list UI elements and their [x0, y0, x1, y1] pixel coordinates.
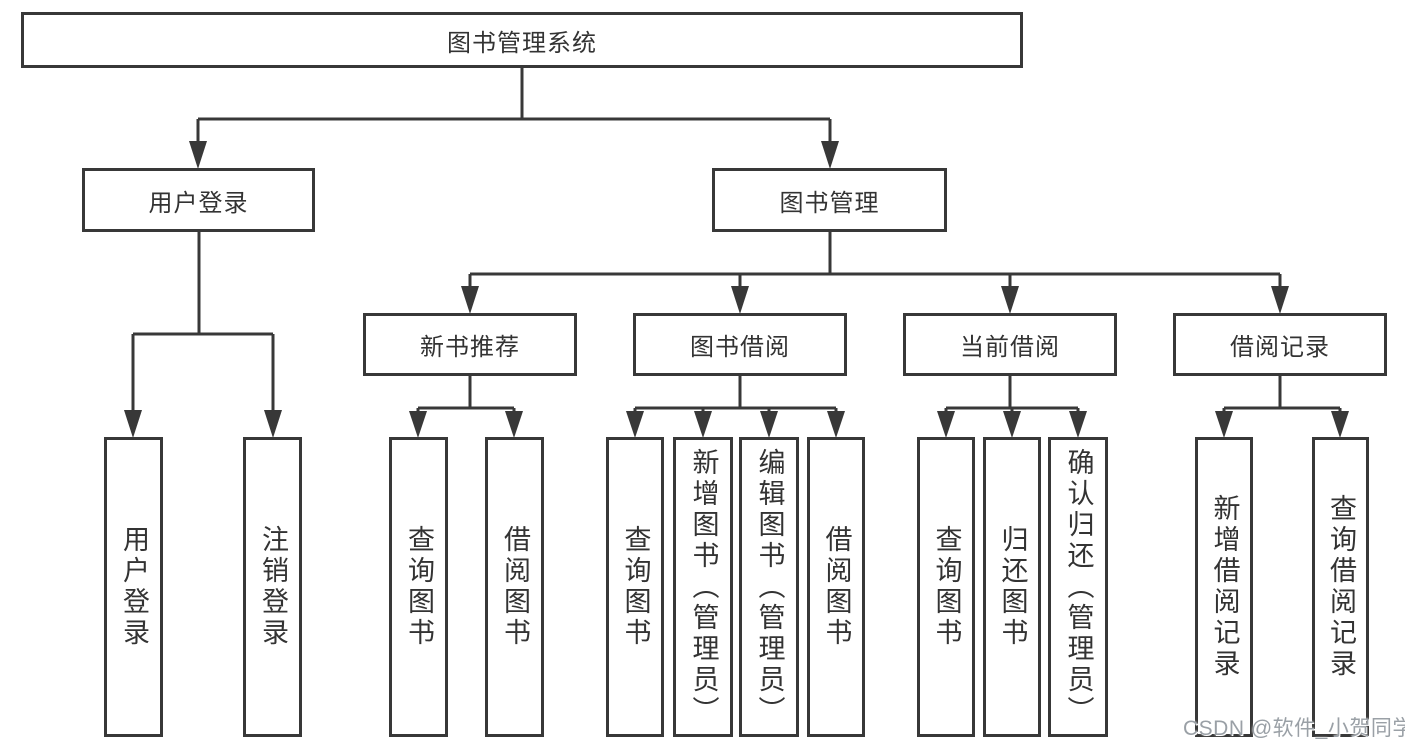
leaf-add-borrow-record: 新增借阅记录 [1195, 437, 1253, 737]
leaf-return-book: 归还图书 [983, 437, 1041, 737]
leaf-label: 查询图书 [931, 525, 962, 649]
leaf-label: 借阅图书 [821, 525, 852, 649]
leaf-user-login: 用户登录 [104, 437, 163, 737]
leaf-query-books-2: 查询图书 [606, 437, 664, 737]
connector-root-to-level2 [189, 68, 839, 169]
leaf-confirm-return-admin: 确认归还（管理员） [1048, 437, 1108, 737]
connector-borrow-records-to-leaves [1215, 376, 1349, 438]
leaf-label: 归还图书 [997, 525, 1028, 649]
leaf-edit-book-admin: 编辑图书（管理员） [739, 437, 799, 737]
connector-book-mgmt-to-level3 [461, 230, 1289, 314]
connector-new-book-to-leaves [409, 376, 523, 438]
node-user-login: 用户登录 [82, 168, 315, 232]
leaf-add-book-admin: 新增图书（管理员） [673, 437, 733, 737]
node-current-borrow: 当前借阅 [903, 313, 1117, 376]
watermark: CSDN @软件_小贺同学 [1183, 717, 1405, 740]
node-book-borrow: 图书借阅 [633, 313, 847, 376]
leaf-label: 借阅图书 [500, 525, 530, 649]
leaf-query-books-1: 查询图书 [389, 437, 448, 737]
leaf-borrow-books-1: 借阅图书 [485, 437, 544, 737]
connector-book-borrow-to-leaves [626, 376, 845, 438]
leaf-label: 查询图书 [620, 525, 651, 649]
leaf-label: 注销登录 [258, 525, 288, 649]
connector-user-login-to-leaves [124, 230, 282, 438]
leaf-label: 查询图书 [404, 525, 434, 649]
leaf-query-borrow-record: 查询借阅记录 [1312, 437, 1369, 737]
leaf-label: 新增借阅记录 [1209, 494, 1240, 680]
node-root: 图书管理系统 [21, 12, 1023, 68]
connector-current-borrow-to-leaves [937, 376, 1087, 438]
node-new-book-recommend: 新书推荐 [363, 313, 577, 376]
leaf-label: 编辑图书（管理员） [754, 447, 785, 727]
node-borrow-records: 借阅记录 [1173, 313, 1387, 376]
node-book-management: 图书管理 [712, 168, 947, 232]
leaf-label: 确认归还（管理员） [1063, 447, 1094, 727]
leaf-label: 新增图书（管理员） [688, 447, 719, 727]
leaf-borrow-books-2: 借阅图书 [807, 437, 865, 737]
leaf-label: 查询借阅记录 [1326, 494, 1356, 680]
leaf-label: 用户登录 [119, 525, 149, 649]
leaf-logout: 注销登录 [243, 437, 302, 737]
leaf-query-books-3: 查询图书 [917, 437, 975, 737]
